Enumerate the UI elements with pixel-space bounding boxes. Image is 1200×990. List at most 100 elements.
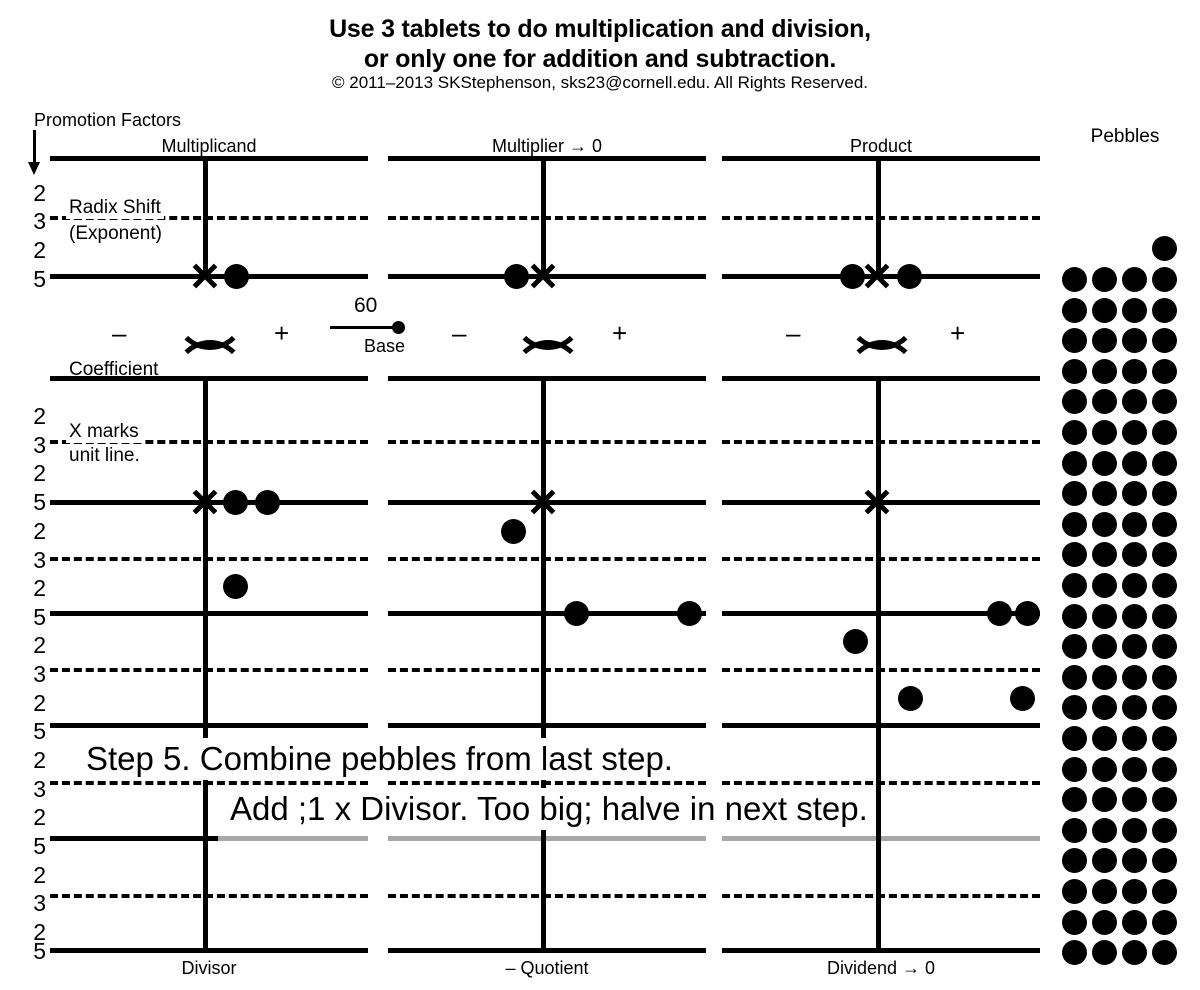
pebble-bank-item[interactable] <box>1092 542 1117 568</box>
pebble-bank-item[interactable] <box>1092 848 1117 874</box>
pebble-bank-item[interactable] <box>1062 664 1087 690</box>
pebble-bank-item[interactable] <box>1122 389 1147 415</box>
pebble-coef-t2-c[interactable] <box>677 601 702 626</box>
pebble-bank-item[interactable] <box>1092 695 1117 721</box>
pebble-bank-item[interactable] <box>1062 297 1087 323</box>
pebble-bank-item[interactable] <box>1122 420 1147 445</box>
pebble-bank-item[interactable] <box>1152 787 1177 813</box>
pebble-bank-item[interactable] <box>1062 481 1087 507</box>
pebble-bank-item[interactable] <box>1152 420 1177 445</box>
pebble-bank-item[interactable] <box>1152 756 1177 782</box>
pebble-coef-t3-d[interactable] <box>898 686 923 711</box>
pebble-bank-item[interactable] <box>1122 450 1147 476</box>
pebble-bank-item[interactable] <box>1152 879 1177 904</box>
pebble-coef-t3-c[interactable] <box>843 629 868 654</box>
pebble-bank-item[interactable] <box>1092 450 1117 476</box>
pebble-bank-item[interactable] <box>1092 726 1117 751</box>
pebble-bank-item[interactable] <box>1152 511 1177 537</box>
pebble-bank-item[interactable] <box>1062 756 1087 782</box>
pebble-bank-item[interactable] <box>1092 664 1117 690</box>
pebble-bank-item[interactable] <box>1152 389 1177 415</box>
pebble-bank-item[interactable] <box>1092 634 1117 660</box>
pebble-bank-item[interactable] <box>1062 603 1087 629</box>
pebble-bank-item[interactable] <box>1092 511 1117 537</box>
pebble-bank-item[interactable] <box>1122 358 1147 384</box>
pebble-coef-t3-a[interactable] <box>987 601 1012 626</box>
pebble-bank-item[interactable] <box>1152 726 1177 751</box>
pebble-bank-item[interactable] <box>1062 573 1087 598</box>
pebble-bank-item[interactable] <box>1152 848 1177 874</box>
pebble-coef-t2-a[interactable] <box>501 519 526 544</box>
pebble-bank-item[interactable] <box>1122 756 1147 782</box>
pebble-bank-item[interactable] <box>1152 634 1177 660</box>
pebble-bank-item[interactable] <box>1092 358 1117 384</box>
pebble-bank-item[interactable] <box>1062 542 1087 568</box>
pebble-bank-item[interactable] <box>1092 328 1117 354</box>
pebble-bank-item[interactable] <box>1152 573 1177 598</box>
pebble-bank-item[interactable] <box>1152 297 1177 323</box>
pebble-bank-item[interactable] <box>1092 389 1117 415</box>
pebble-bank-item[interactable] <box>1152 328 1177 354</box>
pebble-bank-item[interactable] <box>1122 542 1147 568</box>
pebble-bank-item[interactable] <box>1122 603 1147 629</box>
pebble-bank-item[interactable] <box>1122 909 1147 935</box>
pebble-bank-item[interactable] <box>1062 389 1087 415</box>
pebble-bank-item[interactable] <box>1062 358 1087 384</box>
pebble-bank-item[interactable] <box>1062 787 1087 813</box>
pebble-bank-extra[interactable] <box>1152 236 1177 261</box>
pebble-bank-item[interactable] <box>1152 664 1177 690</box>
pebble-bank[interactable] <box>1060 236 1190 966</box>
pebble-bank-item[interactable] <box>1062 726 1087 751</box>
pebble-bank-item[interactable] <box>1122 848 1147 874</box>
pebble-bank-item[interactable] <box>1092 787 1117 813</box>
pebble-bank-item[interactable] <box>1152 267 1177 292</box>
pebble-bank-item[interactable] <box>1152 450 1177 476</box>
pebble-bank-item[interactable] <box>1152 909 1177 935</box>
pebble-bank-item[interactable] <box>1092 817 1117 843</box>
pebble-bank-item[interactable] <box>1062 879 1087 904</box>
pebble-coef-t1-b[interactable] <box>255 490 280 515</box>
pebble-bank-item[interactable] <box>1152 940 1177 966</box>
pebble-coef-t3-e[interactable] <box>1010 686 1035 711</box>
pebble-bank-item[interactable] <box>1122 328 1147 354</box>
pebble-bank-item[interactable] <box>1062 695 1087 721</box>
pebble-bank-item[interactable] <box>1152 817 1177 843</box>
pebble-bank-item[interactable] <box>1062 511 1087 537</box>
pebble-bank-item[interactable] <box>1152 695 1177 721</box>
pebble-bank-item[interactable] <box>1152 358 1177 384</box>
pebble-bank-item[interactable] <box>1092 573 1117 598</box>
pebble-bank-item[interactable] <box>1062 267 1087 292</box>
pebble-bank-item[interactable] <box>1062 848 1087 874</box>
pebble-bank-item[interactable] <box>1092 603 1117 629</box>
pebble-bank-item[interactable] <box>1122 664 1147 690</box>
pebble-bank-item[interactable] <box>1092 297 1117 323</box>
pebble-bank-item[interactable] <box>1122 511 1147 537</box>
pebble-bank-item[interactable] <box>1122 481 1147 507</box>
pebble-bank-item[interactable] <box>1122 695 1147 721</box>
pebble-coef-t3-b[interactable] <box>1015 601 1040 626</box>
pebble-bank-item[interactable] <box>1062 817 1087 843</box>
pebble-bank-item[interactable] <box>1152 481 1177 507</box>
pebble-bank-item[interactable] <box>1062 909 1087 935</box>
pebble-bank-item[interactable] <box>1152 542 1177 568</box>
pebble-bank-item[interactable] <box>1122 726 1147 751</box>
pebble-bank-item[interactable] <box>1092 879 1117 904</box>
pebble-coef-t1-c[interactable] <box>223 574 248 599</box>
pebble-bank-item[interactable] <box>1122 787 1147 813</box>
pebble-bank-item[interactable] <box>1122 879 1147 904</box>
pebble-bank-item[interactable] <box>1122 634 1147 660</box>
pebble-bank-item[interactable] <box>1092 420 1117 445</box>
pebble-bank-item[interactable] <box>1092 909 1117 935</box>
pebble-bank-item[interactable] <box>1062 328 1087 354</box>
pebble-bank-item[interactable] <box>1122 817 1147 843</box>
pebble-bank-item[interactable] <box>1062 940 1087 966</box>
pebble-coef-t2-b[interactable] <box>564 601 589 626</box>
pebble-bank-item[interactable] <box>1122 573 1147 598</box>
pebble-bank-item[interactable] <box>1122 297 1147 323</box>
pebble-bank-item[interactable] <box>1062 634 1087 660</box>
pebble-bank-item[interactable] <box>1092 481 1117 507</box>
pebble-bank-item[interactable] <box>1152 603 1177 629</box>
pebble-bank-item[interactable] <box>1062 420 1087 445</box>
pebble-bank-item[interactable] <box>1122 940 1147 966</box>
pebble-bank-item[interactable] <box>1122 267 1147 292</box>
